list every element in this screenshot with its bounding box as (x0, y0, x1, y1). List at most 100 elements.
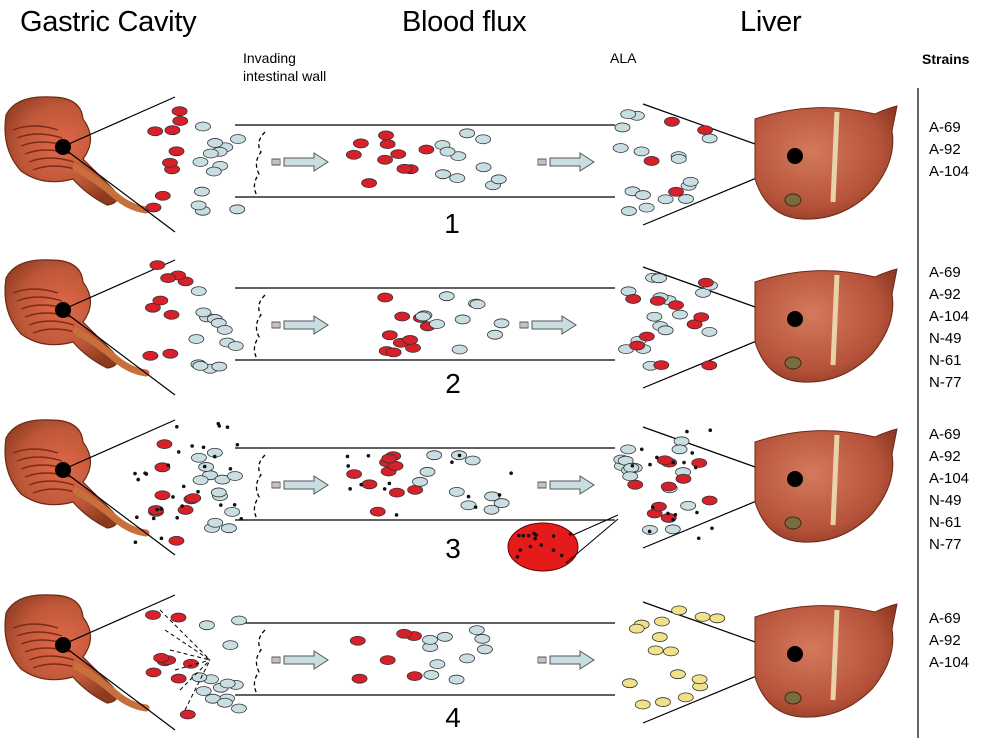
cell (205, 166, 222, 177)
cell (230, 134, 246, 144)
cell (227, 341, 244, 351)
liver-focus (787, 471, 803, 487)
dot (497, 493, 502, 497)
cell (677, 692, 694, 703)
cell (188, 334, 205, 344)
arrow-icon (537, 475, 595, 495)
cell (664, 116, 680, 127)
cell (680, 500, 697, 511)
cell (379, 139, 396, 150)
cell (612, 143, 629, 153)
liver-icon (754, 105, 898, 220)
cell (164, 125, 181, 136)
cell (377, 292, 394, 303)
gallbladder (784, 691, 802, 705)
cell (207, 138, 223, 148)
dot (345, 454, 350, 459)
dot (671, 460, 676, 465)
cell (628, 623, 645, 634)
intestine-icon (4, 594, 150, 712)
dot (346, 464, 350, 468)
cell (172, 116, 189, 126)
cell (671, 444, 688, 455)
strain-label: N-61 (929, 514, 962, 531)
cell (207, 517, 224, 528)
cell (145, 667, 162, 678)
dot (551, 548, 556, 553)
abscess (507, 522, 579, 572)
cell (682, 176, 699, 187)
arrow-icon (519, 315, 577, 335)
dot (682, 460, 686, 465)
cell (407, 484, 424, 495)
cell (621, 678, 638, 689)
cell (171, 106, 188, 117)
cell (192, 157, 209, 167)
dot (533, 536, 537, 541)
cell (190, 286, 207, 297)
cell (438, 291, 455, 302)
intestine-fold (16, 133, 63, 139)
arrow-head (549, 475, 595, 495)
cell (210, 487, 227, 498)
cell (701, 326, 718, 337)
cell (423, 670, 440, 680)
cell (656, 455, 673, 466)
strain-list-row-1: A-69 A-92 A-104 (929, 117, 969, 183)
dot (196, 489, 200, 494)
cell (385, 347, 402, 358)
tether-line (174, 659, 211, 671)
arrow-head (549, 152, 595, 172)
intestine-icon (4, 259, 150, 377)
dot (693, 465, 698, 470)
cell (152, 295, 169, 306)
cell (697, 125, 714, 136)
cell (660, 481, 677, 492)
cell (469, 299, 486, 310)
cell (179, 709, 196, 720)
cell (199, 620, 215, 631)
gallbladder (784, 516, 802, 530)
cell (422, 634, 438, 645)
cone-line (61, 96, 176, 148)
cell (635, 190, 651, 200)
cell (396, 163, 413, 174)
cell (448, 486, 465, 497)
dot (219, 503, 223, 507)
cell (351, 673, 368, 684)
dot (708, 428, 713, 433)
liver-focus (787, 646, 803, 662)
header-gastric-cavity: Gastric Cavity (20, 6, 197, 38)
dot (382, 487, 387, 491)
cell (647, 645, 664, 656)
gallbladder (784, 356, 802, 370)
dot (181, 484, 186, 489)
cone-line (61, 146, 176, 233)
cell (484, 491, 501, 502)
cell (149, 260, 166, 271)
dot (673, 513, 678, 517)
cell (459, 653, 476, 664)
cell (394, 311, 411, 322)
label-strains: Strains (922, 51, 970, 67)
strain-label: N-49 (929, 492, 962, 509)
cone-line (61, 469, 176, 556)
cell (651, 273, 667, 284)
cell (651, 632, 668, 642)
cell (195, 686, 212, 696)
cell (629, 340, 645, 351)
cell (709, 613, 726, 624)
cell (227, 471, 243, 481)
cell (229, 204, 246, 215)
abscess-line (572, 514, 619, 536)
cell (663, 646, 679, 657)
strain-label: N-61 (929, 352, 962, 369)
cell (419, 466, 436, 477)
cell (191, 672, 208, 683)
cell (378, 130, 394, 141)
cell (222, 640, 239, 651)
cell (231, 615, 247, 626)
cell (145, 610, 161, 620)
cell (195, 307, 212, 318)
